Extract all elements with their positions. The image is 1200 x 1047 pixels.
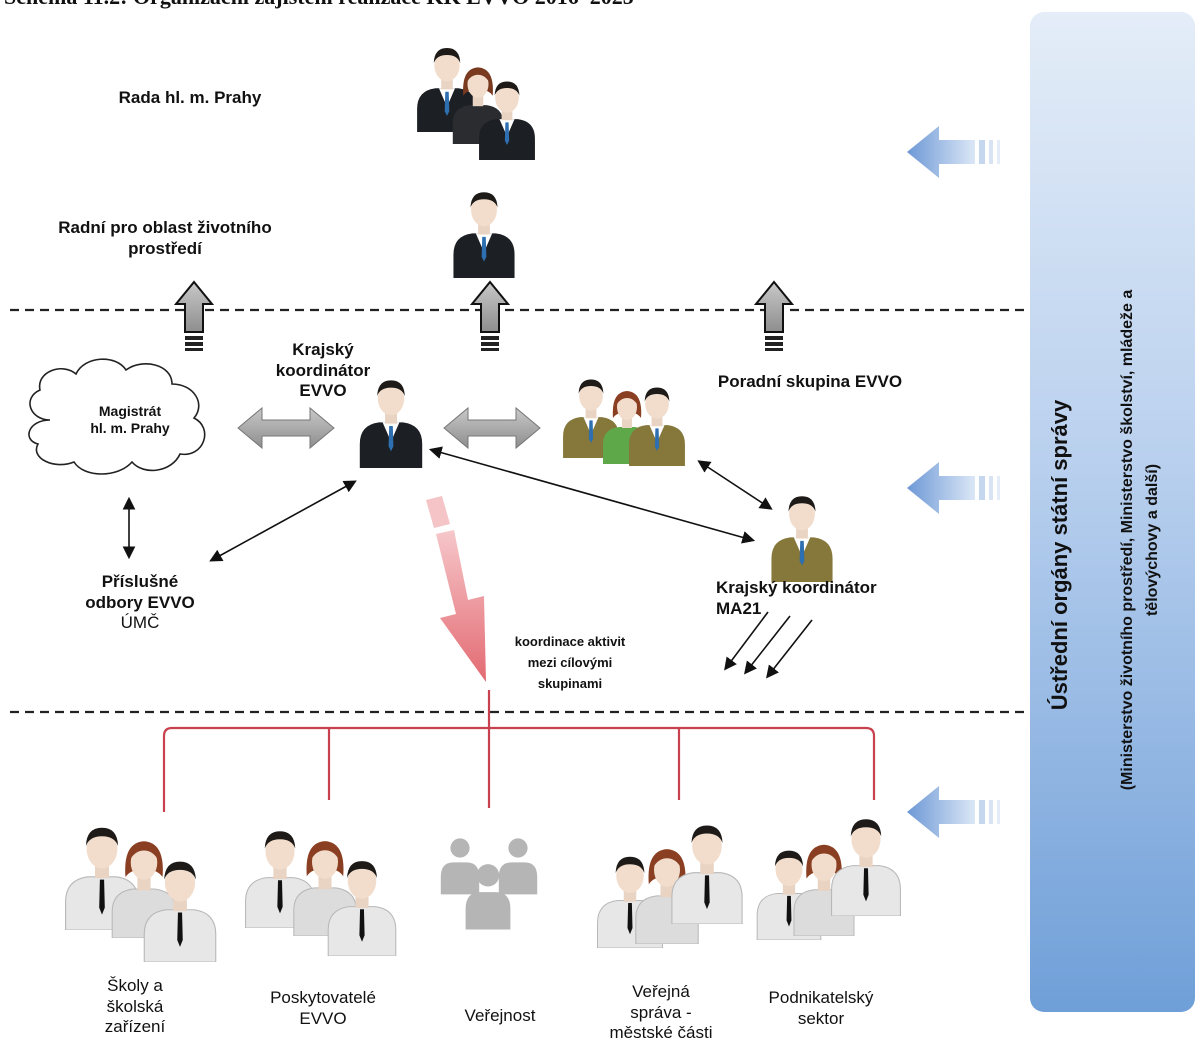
magistrat-label: Magistrát hl. m. Prahy (90, 403, 170, 437)
prislusne-odbory-label: Příslušné odbory EVVO ÚMČ (85, 572, 195, 633)
target-groups-tree (162, 690, 876, 812)
ma21-label: Krajský koordinátor MA21 (716, 578, 877, 618)
podnikatelsky-label: Podnikatelský sektor (768, 988, 874, 1028)
rada-people-icon (417, 48, 535, 160)
ma21-person-icon (771, 496, 833, 582)
diagram-title: Schéma 11.2: Organizační zajištění reali… (4, 0, 904, 10)
ma21-arrow-1 (724, 611, 769, 671)
verejnost-label: Veřejnost (464, 1006, 536, 1025)
connector-krajsky-ma21 (428, 446, 756, 544)
double-arrow-icon-left (237, 407, 335, 449)
verejna-sprava-people-icon (596, 824, 743, 948)
state-administration-panel (1030, 12, 1195, 1012)
podnikatelsky-people-icon (756, 818, 902, 940)
up-arrow-icon-center (471, 281, 509, 352)
blue-arrow-icon-middle (907, 462, 1000, 514)
blue-arrow-icon-top (907, 126, 1000, 178)
side-panel-subtitle: (Ministerstvo životního prostředí, Minis… (1119, 289, 1161, 791)
poradni-skupina-people-icon (563, 379, 685, 466)
up-arrow-icon-left (175, 281, 213, 352)
cloud-icon (28, 358, 206, 475)
radni-person-icon (453, 192, 515, 278)
up-arrow-icon-right (755, 281, 793, 352)
ma21-arrow-2 (744, 615, 791, 675)
verejnost-people-icon (440, 838, 538, 930)
poskytovatele-people-icon (244, 830, 397, 956)
poskytovatele-label: Poskytovatelé EVVO (270, 988, 376, 1028)
ma21-arrow-3 (766, 619, 813, 679)
koordinace-label: koordinace aktivit mezi cílovými skupina… (514, 634, 626, 691)
skoly-label: Školy a školská zařízení (104, 976, 166, 1037)
skoly-people-icon (64, 827, 217, 962)
side-panel-title: Ústřední orgány státní správy (1047, 399, 1072, 711)
connector-odbory-krajsky (209, 480, 357, 562)
verejna-sprava-label: Veřejná správa - městské části (609, 982, 713, 1043)
double-arrow-icon-right (443, 407, 541, 449)
radni-label: Radní pro oblast životního prostředí (58, 218, 272, 258)
red-coordination-arrow-icon (426, 496, 486, 682)
rada-label: Rada hl. m. Prahy (118, 88, 262, 107)
blue-arrow-icon-bottom (907, 786, 1000, 838)
poradni-skupina-label: Poradní skupina EVVO (717, 372, 903, 391)
krajsky-koordinator-label: Krajský koordinátor EVVO (275, 340, 371, 401)
connector-poradni-ma21 (697, 460, 773, 510)
